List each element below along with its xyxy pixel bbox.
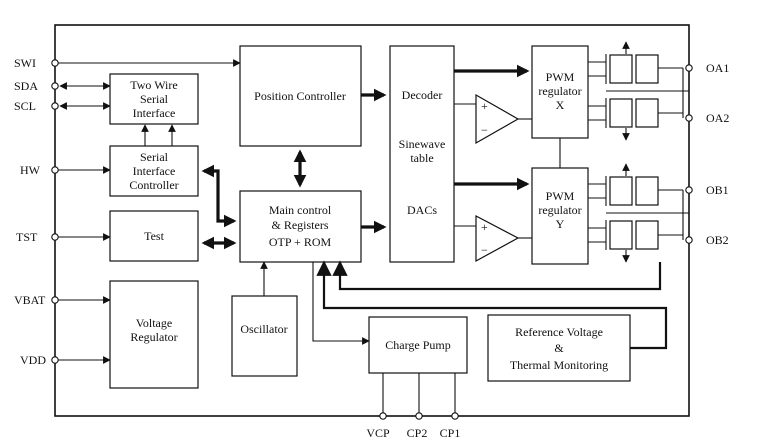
comp-x-plus: +: [481, 99, 488, 113]
two-wire-line-3: Interface: [133, 106, 176, 120]
reference-line-1: Reference Voltage: [515, 325, 603, 339]
main-control-line-1: Main control: [269, 203, 332, 217]
pin-scl-label: SCL: [14, 99, 36, 113]
pin-oa1: [685, 64, 693, 72]
pwm-x-line-1: PWM: [546, 70, 575, 84]
h-bridge-x: [588, 41, 689, 141]
pin-vdd: VDD: [20, 353, 111, 367]
sic-line-2: Interface: [133, 164, 176, 178]
pin-oa1-label: OA1: [706, 61, 729, 75]
pin-vcp-label: VCP: [366, 426, 390, 440]
pin-sda: SDA: [14, 79, 111, 93]
pin-tst-label: TST: [16, 230, 38, 244]
pin-vcp: [379, 412, 387, 420]
sic-line-3: Controller: [129, 178, 178, 192]
pin-hw: HW: [20, 163, 111, 177]
pin-scl: SCL: [14, 99, 111, 113]
dacs-label: DACs: [407, 203, 437, 217]
sic-line-1: Serial: [140, 150, 169, 164]
vreg-line-1: Voltage: [136, 316, 172, 330]
decoder-label: Decoder: [402, 88, 443, 102]
two-wire-interface-block: Two Wire Serial Interface: [109, 73, 199, 125]
pin-cp2: [415, 412, 423, 420]
voltage-regulator-block: Voltage Regulator: [109, 280, 199, 389]
pin-ob1-label: OB1: [706, 183, 729, 197]
pin-vdd-label: VDD: [20, 353, 46, 367]
pwm-x-line-3: X: [556, 98, 565, 112]
decoder-dac-block: Decoder Sinewave table DACs: [389, 45, 455, 263]
pin-swi-label: SWI: [14, 56, 36, 70]
pwm-y-line-1: PWM: [546, 189, 575, 203]
test-block: Test: [109, 210, 199, 262]
two-wire-line-1: Two Wire: [130, 78, 177, 92]
comp-y-plus: +: [481, 220, 488, 234]
pwm-y-line-2: regulator: [538, 203, 581, 217]
pin-cp1-label: CP1: [440, 426, 461, 440]
pin-swi: SWI: [14, 56, 241, 70]
pin-hw-label: HW: [20, 163, 41, 177]
pin-cp2-label: CP2: [407, 426, 428, 440]
pin-vbat-label: VBAT: [14, 293, 46, 307]
charge-pump-label: Charge Pump: [385, 338, 450, 352]
charge-pump-block: Charge Pump: [368, 316, 468, 374]
main-control-block: Main control & Registers OTP + ROM: [239, 190, 362, 263]
vreg-line-2: Regulator: [130, 330, 177, 344]
reference-thermal-block: Reference Voltage & Thermal Monitoring: [487, 314, 631, 382]
pwm-regulator-y-block: PWM regulator Y: [531, 167, 589, 265]
main-control-line-2: & Registers: [272, 218, 329, 232]
comp-y-minus: −: [481, 243, 488, 257]
pin-tst: TST: [16, 230, 111, 244]
comparator-y: + −: [475, 215, 520, 263]
pwm-x-line-2: regulator: [538, 84, 581, 98]
main-to-chargepump-line: [312, 262, 370, 345]
chip-outline: [54, 24, 690, 417]
pwm-y-line-3: Y: [556, 217, 565, 231]
ref-to-main-line: [316, 260, 668, 350]
pin-vbat: VBAT: [14, 293, 111, 307]
sic-main-bus-arrow: [201, 164, 237, 228]
test-label: Test: [144, 229, 164, 243]
reference-line-2: &: [554, 341, 564, 355]
main-control-line-3: OTP + ROM: [269, 235, 332, 249]
comp-x-minus: −: [481, 123, 488, 137]
h-bridge-y: [588, 163, 689, 263]
pwm-regulator-x-block: PWM regulator X: [531, 45, 589, 139]
pin-oa2: [685, 114, 693, 122]
pin-ob2: [685, 236, 693, 244]
pin-cp1: [451, 412, 459, 420]
position-controller-label: Position Controller: [254, 89, 346, 103]
serial-interface-controller-block: Serial Interface Controller: [109, 145, 199, 197]
pin-oa2-label: OA2: [706, 111, 729, 125]
pin-ob1: [685, 186, 693, 194]
reference-line-3: Thermal Monitoring: [510, 358, 608, 372]
feedback-line: [332, 260, 662, 291]
position-controller-block: Position Controller: [239, 45, 362, 147]
oscillator-label: Oscillator: [240, 322, 287, 336]
pin-sda-label: SDA: [14, 79, 38, 93]
sinewave-line-2: table: [410, 151, 433, 165]
sinewave-line-1: Sinewave: [399, 137, 446, 151]
comparator-x: + −: [475, 93, 520, 145]
oscillator-block: Oscillator: [231, 295, 298, 377]
pin-ob2-label: OB2: [706, 233, 729, 247]
two-wire-line-2: Serial: [140, 92, 169, 106]
